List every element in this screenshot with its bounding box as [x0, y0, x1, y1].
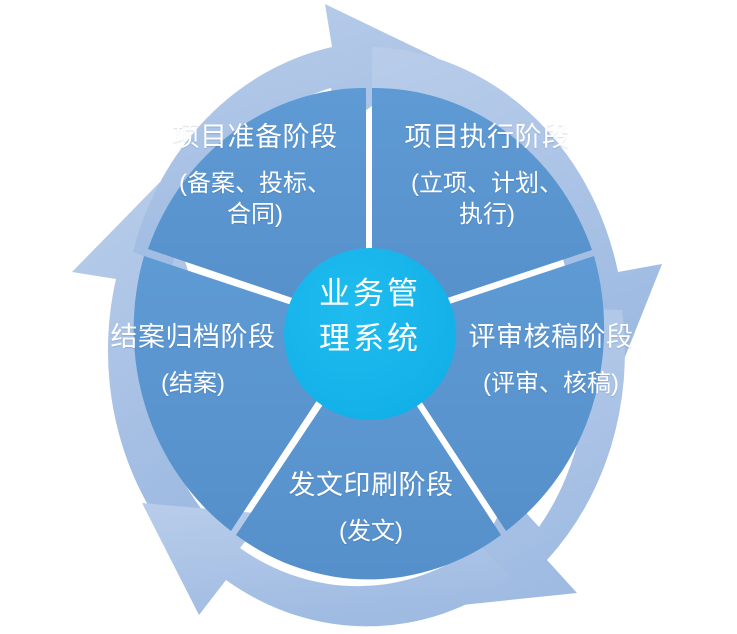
ring-arrow-5	[142, 503, 512, 627]
ring-arrow-2	[133, 4, 437, 267]
wedge-execute[interactable]	[372, 87, 592, 324]
wedge-prepare[interactable]	[148, 87, 366, 324]
wedge-publish[interactable]	[236, 334, 501, 580]
hub-circle[interactable]	[284, 248, 456, 420]
